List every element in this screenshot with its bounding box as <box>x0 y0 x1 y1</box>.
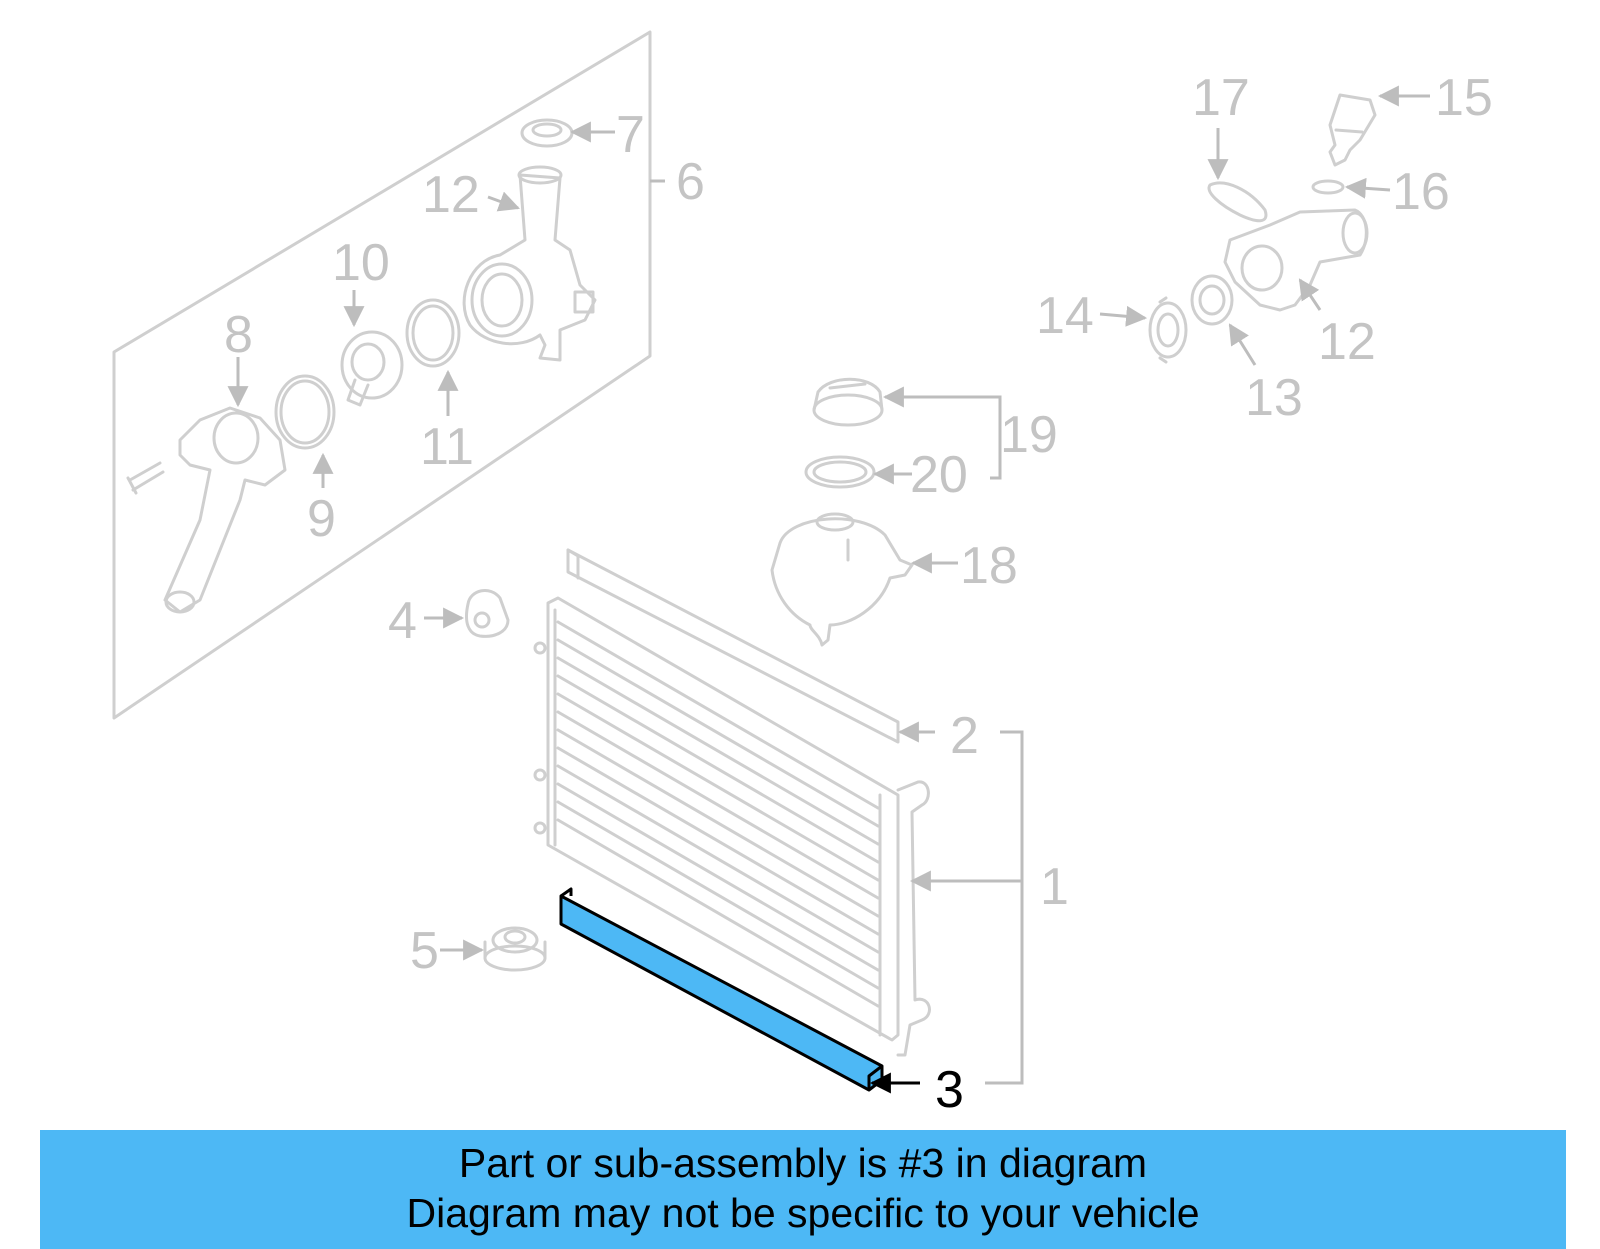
part-16-o-ring[interactable] <box>1311 179 1345 195</box>
callout-11[interactable]: 11 <box>420 418 474 476</box>
part-19-cap[interactable] <box>812 377 884 427</box>
part-18-expansion-tank[interactable] <box>770 512 914 647</box>
callout-10[interactable]: 10 <box>332 234 390 292</box>
info-banner: Part or sub-assembly is #3 in diagram Di… <box>40 1130 1566 1249</box>
part-1-radiator[interactable] <box>533 596 931 1057</box>
part-12-thermostat-housing-left[interactable] <box>462 165 597 362</box>
callout-16[interactable]: 16 <box>1392 163 1450 221</box>
callout-8[interactable]: 8 <box>224 306 253 364</box>
callout-14[interactable]: 14 <box>1036 287 1094 345</box>
callout-3-highlighted[interactable]: 3 <box>935 1061 964 1119</box>
callout-6[interactable]: 6 <box>676 153 705 211</box>
part-17-gasket[interactable] <box>1207 181 1268 223</box>
callout-12-right[interactable]: 12 <box>1318 313 1376 371</box>
part-12-thermostat-housing-right[interactable] <box>1223 208 1369 312</box>
callout-15[interactable]: 15 <box>1435 69 1493 127</box>
callout-4[interactable]: 4 <box>388 592 417 650</box>
part-15-sensor[interactable] <box>1328 93 1377 167</box>
part-14-flange[interactable] <box>1148 296 1188 364</box>
part-5-mount[interactable] <box>483 926 547 972</box>
part-10-thermostat[interactable] <box>340 330 404 407</box>
part-11-o-ring[interactable] <box>405 298 461 368</box>
callout-5[interactable]: 5 <box>410 922 439 980</box>
part-9-gasket[interactable] <box>274 374 336 450</box>
callout-17[interactable]: 17 <box>1192 69 1250 127</box>
part-2-upper-seal[interactable] <box>566 548 900 744</box>
callout-1[interactable]: 1 <box>1040 858 1069 916</box>
pump-housing-panel <box>112 30 652 720</box>
part-20-gasket[interactable] <box>804 455 876 489</box>
callout-12-left[interactable]: 12 <box>422 166 480 224</box>
callout-18[interactable]: 18 <box>960 537 1018 595</box>
callout-7[interactable]: 7 <box>616 106 645 164</box>
callout-20[interactable]: 20 <box>910 446 968 504</box>
callout-19[interactable]: 19 <box>1000 406 1058 464</box>
part-8-water-pump[interactable] <box>126 406 287 614</box>
banner-line-1: Part or sub-assembly is #3 in diagram <box>458 1140 1148 1186</box>
banner-line-2: Diagram may not be specific to your vehi… <box>406 1190 1200 1236</box>
part-13-seal[interactable] <box>1190 274 1234 326</box>
callout-2[interactable]: 2 <box>950 707 979 765</box>
leader-lines <box>227 85 1430 1094</box>
part-3-lower-seal-highlighted[interactable] <box>559 887 884 1092</box>
callout-labels: 7 6 12 10 8 11 9 4 5 19 20 18 2 1 3 17 1… <box>224 69 1493 1119</box>
part-7-seal[interactable] <box>520 118 574 148</box>
part-4-bracket[interactable] <box>465 588 510 638</box>
callout-13[interactable]: 13 <box>1245 369 1303 427</box>
callout-9[interactable]: 9 <box>307 490 336 548</box>
